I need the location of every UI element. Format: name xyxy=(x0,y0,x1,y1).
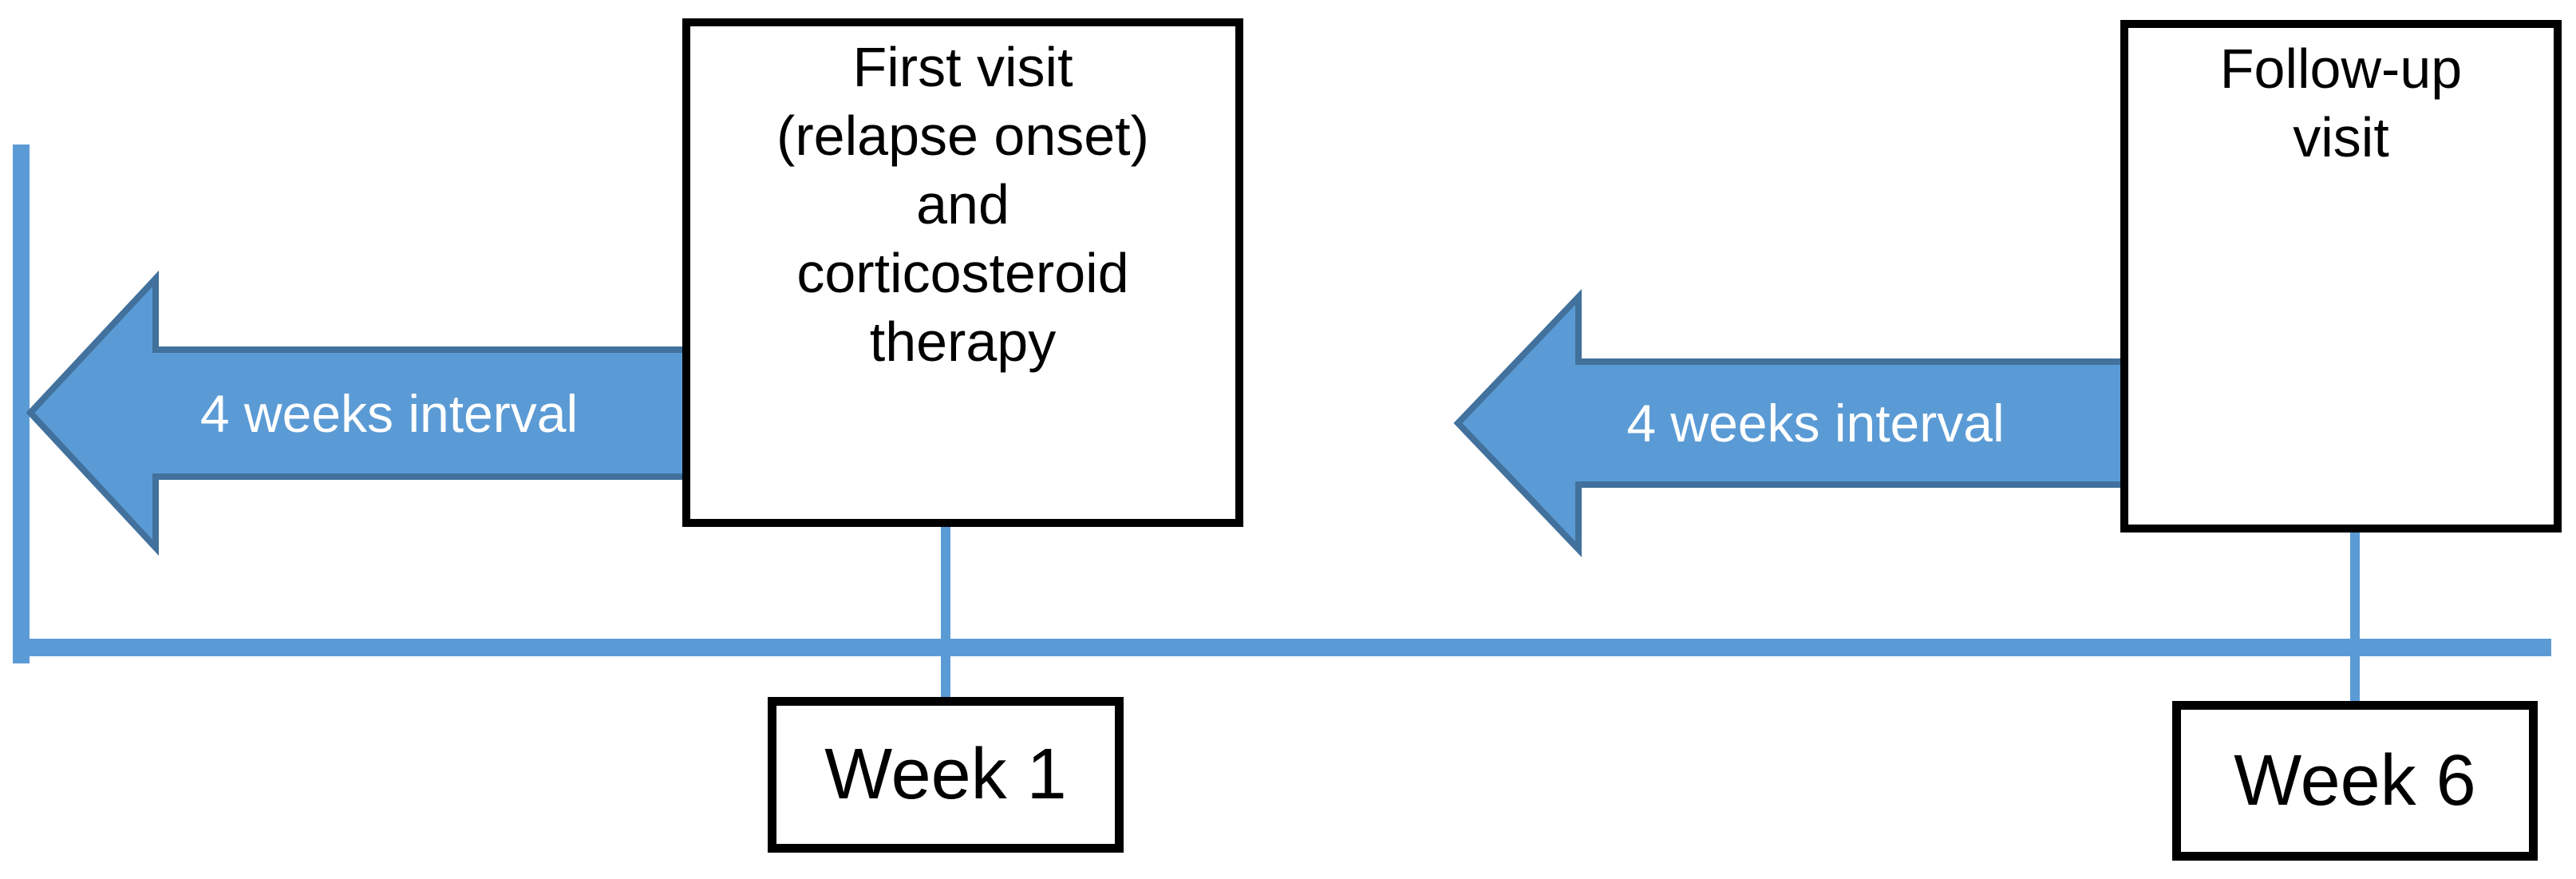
first-visit-box-text: First visit (relapse onset) and corticos… xyxy=(776,36,1149,373)
week6-box: Week 6 xyxy=(2172,701,2538,861)
week6-box-text: Week 6 xyxy=(2234,740,2476,821)
followup-visit-box-text: Follow-up visit xyxy=(2219,38,2463,168)
week1-box: Week 1 xyxy=(768,697,1124,853)
followup-week6-connector-line xyxy=(2350,527,2360,712)
first-visit-week1-connector-line xyxy=(941,523,950,708)
timeline-horizontal-line xyxy=(13,639,2551,656)
right-interval-arrow-label: 4 weeks interval xyxy=(1626,394,2005,453)
week1-box-text: Week 1 xyxy=(824,734,1067,814)
followup-visit-box: Follow-up visit xyxy=(2120,20,2562,533)
first-visit-box: First visit (relapse onset) and corticos… xyxy=(682,18,1243,527)
left-interval-arrow-label: 4 weeks interval xyxy=(200,383,579,443)
timeline-vertical-axis-line xyxy=(13,145,30,663)
